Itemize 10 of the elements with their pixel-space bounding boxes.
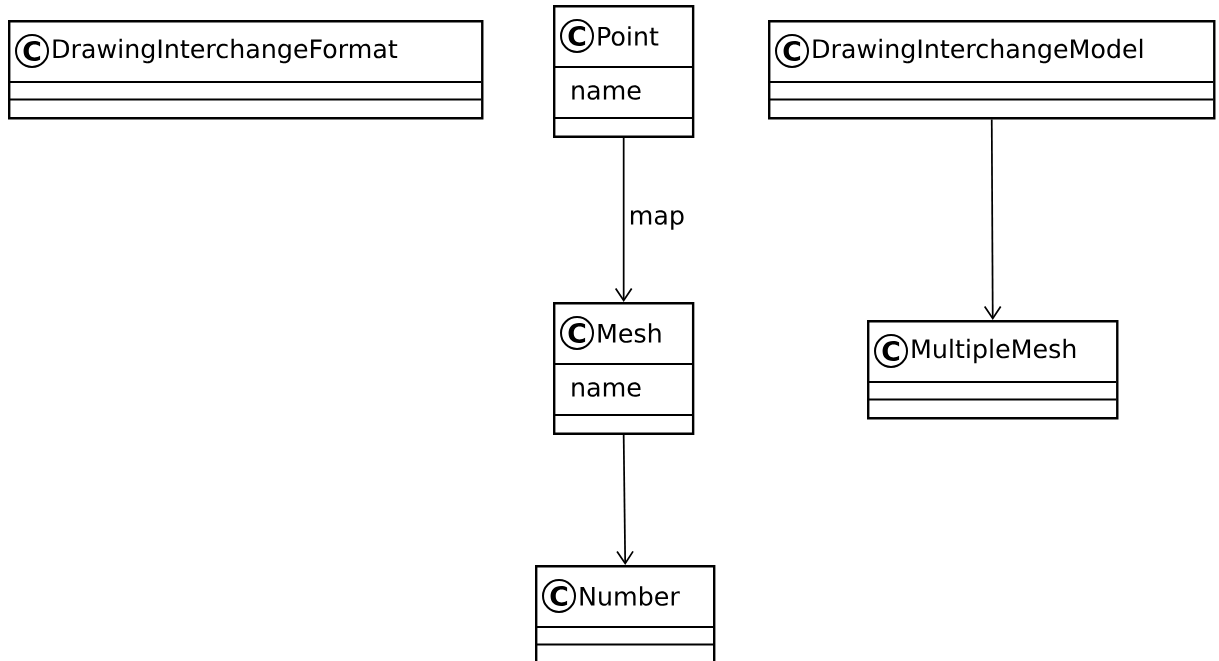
edge-label: map bbox=[627, 208, 687, 232]
class-box: C Number bbox=[534, 565, 716, 661]
class-box: C DrawingInterchangeModel bbox=[767, 20, 1216, 120]
class-box: C Mesh name bbox=[552, 302, 695, 435]
arrow bbox=[983, 118, 1002, 320]
class-box: C DrawingInterchangeFormat bbox=[7, 20, 484, 120]
arrow bbox=[614, 137, 633, 302]
arrow bbox=[616, 434, 634, 565]
class-box: C Point name bbox=[552, 5, 695, 138]
class-box: C MultipleMesh bbox=[866, 320, 1119, 420]
